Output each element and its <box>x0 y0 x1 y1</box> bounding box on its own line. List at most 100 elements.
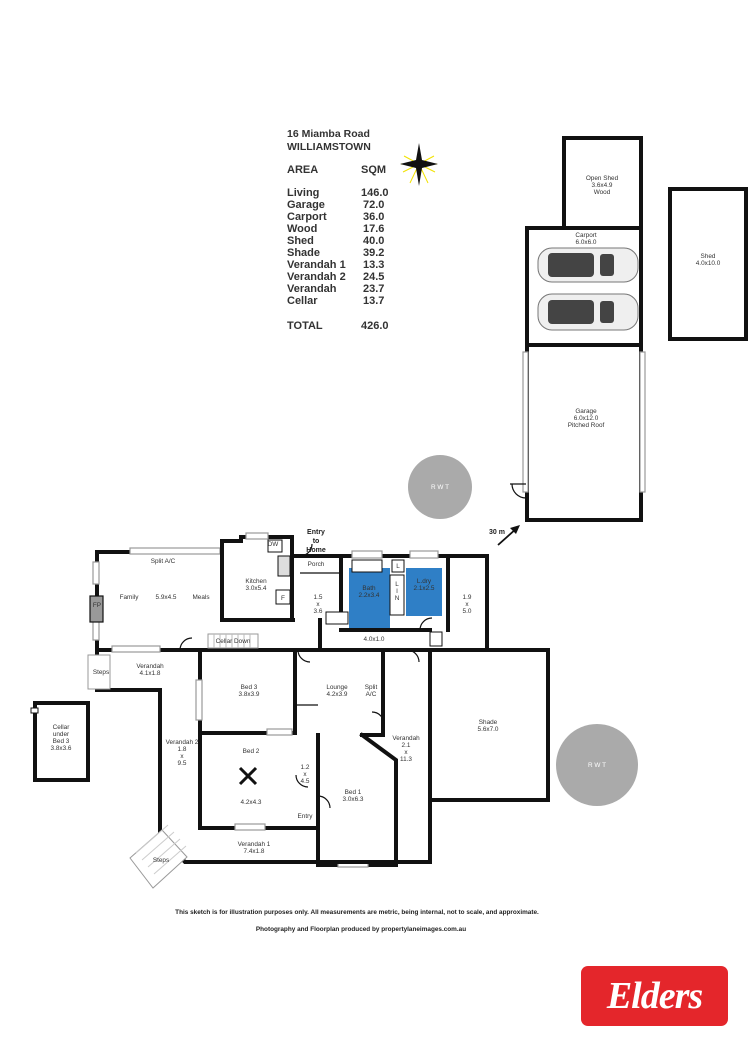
family-dims: 5.9x4.5 <box>156 594 177 601</box>
garage-label: Garage <box>575 408 597 415</box>
open-shed: Open Shed 3.6x4.9 Wood <box>562 136 643 230</box>
shed-dims: 4.0x10.0 <box>696 260 721 267</box>
address-line2: WILLIAMSTOWN <box>287 141 371 153</box>
area-row-sqm: 40.0 <box>363 235 384 247</box>
lounge-dims: 4.2x3.9 <box>327 691 348 698</box>
entry-to-home-line: Home <box>306 547 326 554</box>
split-ac-label: Split A/C <box>151 558 176 565</box>
area-row-name: Verandah 2 <box>287 271 346 283</box>
linen-letter: N <box>395 595 400 602</box>
area-row-name: Shed <box>287 235 314 247</box>
verandah1-dims: 7.4x1.8 <box>244 848 265 855</box>
split-ac-label: A/C <box>366 691 377 698</box>
area-heading: AREA <box>287 164 318 176</box>
meals-label: Meals <box>192 594 209 601</box>
verandah-right: 2.1 <box>402 742 411 749</box>
area-total-label: TOTAL <box>287 320 323 332</box>
area-table: Living 146.0 Garage 72.0 Carport 36.0 Wo… <box>287 187 389 332</box>
carport-label: Carport <box>575 232 597 239</box>
carport: Carport 6.0x6.0 <box>525 226 643 347</box>
area-row-name: Garage <box>287 199 325 211</box>
entry-to-home: Entry to Home <box>306 529 326 554</box>
verandah1-label: Verandah 1 <box>238 841 271 848</box>
laundry-label: L.dry <box>417 578 432 585</box>
bed2-dims: 4.2x4.3 <box>241 799 262 806</box>
laundry-dims: 2.1x2.5 <box>414 585 435 592</box>
car-icon <box>537 293 639 331</box>
cellar-label: under <box>53 731 70 738</box>
cellar-label: 3.8x3.6 <box>51 745 72 752</box>
distance-label: 30 m <box>489 529 505 536</box>
linen-letter: L <box>395 581 399 588</box>
rwt-label: R W T <box>431 484 449 491</box>
verandah-right: Verandah <box>392 735 420 742</box>
hall-4-dims: 4.5 <box>301 778 310 785</box>
rainwater-tank-2: R W T <box>556 724 638 806</box>
area-row-name: Living <box>287 187 319 199</box>
split-ac-label: Split <box>365 684 378 691</box>
hall-dims: 3.6 <box>314 608 323 615</box>
verandah-dims: 4.1x1.8 <box>140 670 161 677</box>
verandah-right: 11.3 <box>400 756 412 763</box>
area-row-sqm: 146.0 <box>361 187 389 199</box>
area-row-sqm: 36.0 <box>363 211 384 223</box>
hall-dims: 1.5 <box>314 594 323 601</box>
cellar-label: Cellar <box>53 724 71 731</box>
verandah2-label: x <box>180 753 184 760</box>
area-row-name: Verandah 1 <box>287 259 346 271</box>
logo-text: Elders <box>606 975 703 1017</box>
entry-to-home-line: Entry <box>307 529 325 536</box>
garage: Garage 6.0x12.0 Pitched Roof <box>510 343 646 522</box>
verandah-right: x <box>404 749 408 756</box>
porch-label: Porch <box>308 561 325 568</box>
kitchen-label: Kitchen <box>245 578 267 585</box>
hall-4-dims: x <box>303 771 307 778</box>
hall-2-dims: x <box>465 601 469 608</box>
area-row-name: Verandah <box>287 283 337 295</box>
credit: Photography and Floorplan produced by pr… <box>256 926 466 933</box>
linen-letter: I <box>396 588 398 595</box>
bed1-dims: 3.0x6.3 <box>343 796 364 803</box>
disclaimer: This sketch is for illustration purposes… <box>175 909 539 916</box>
area-row-sqm: 72.0 <box>363 199 384 211</box>
area-total-sqm: 426.0 <box>361 320 389 332</box>
verandah2-label: Verandah 2 <box>166 739 199 746</box>
area-row-sqm: 24.5 <box>363 271 384 283</box>
fridge-label: F <box>281 595 285 602</box>
car-icon <box>537 247 639 283</box>
area-row-name: Cellar <box>287 295 318 307</box>
bed3-dims: 3.8x3.9 <box>239 691 260 698</box>
rainwater-tank-1: R W T <box>408 455 472 519</box>
verandah2-label: 9.5 <box>178 760 187 767</box>
cellar-down-label: Cellar Down <box>216 638 251 645</box>
bath-label: Bath <box>362 585 376 592</box>
area-row-sqm: 39.2 <box>363 247 384 259</box>
garage-dims: 6.0x12.0 <box>574 415 599 422</box>
bath-dims: 2.2x3.4 <box>359 592 380 599</box>
bed2-label: Bed 2 <box>243 748 260 755</box>
steps-top <box>87 654 111 690</box>
shade-label: Shade <box>479 719 498 726</box>
area-row-name: Wood <box>287 223 317 235</box>
bed1-label: Bed 1 <box>345 789 362 796</box>
shed-label: Shed <box>701 253 716 260</box>
area-row-name: Shade <box>287 247 320 259</box>
entry-to-home-line: to <box>313 538 320 545</box>
shed: Shed 4.0x10.0 <box>668 187 748 341</box>
family-label: Family <box>120 594 140 601</box>
hall-2-dims: 1.9 <box>463 594 472 601</box>
hall-4-dims: 1.2 <box>301 764 310 771</box>
area-row-sqm: 23.7 <box>363 283 384 295</box>
area-row-sqm: 17.6 <box>363 223 384 235</box>
lounge-label: Lounge <box>326 684 348 691</box>
north-compass-icon <box>400 143 438 186</box>
sqm-heading: SQM <box>361 164 386 176</box>
fireplace-label: FP <box>93 602 101 609</box>
entry-label: Entry <box>298 813 314 820</box>
verandah2-label: 1.8 <box>178 746 187 753</box>
address-line1: 16 Miamba Road <box>287 128 370 140</box>
rwt-label: R W T <box>588 762 606 769</box>
arrow-icon <box>497 525 520 546</box>
steps-bottom <box>129 824 188 889</box>
house-walls <box>30 532 550 889</box>
